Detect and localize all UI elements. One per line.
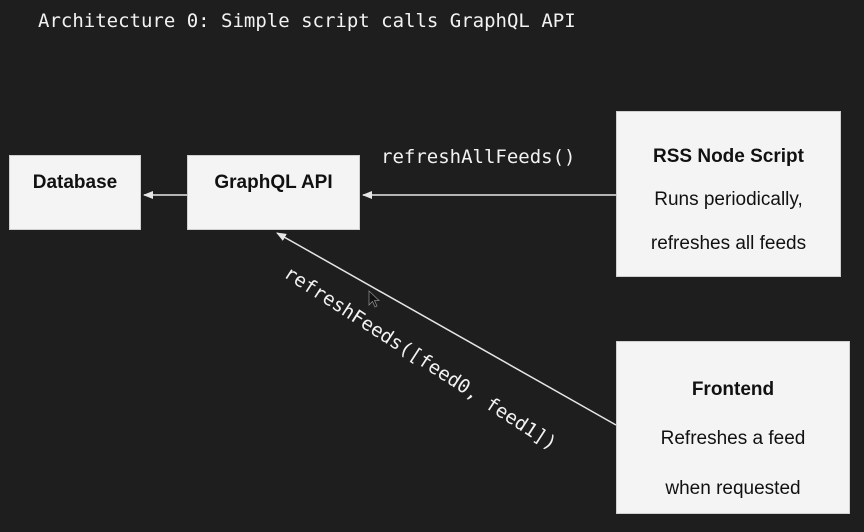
node-rss-node-script: RSS Node Script Runs periodically, refre… bbox=[616, 111, 841, 277]
node-frontend-description-line1: Refreshes a feed bbox=[660, 428, 806, 449]
arrow-frontend-to-graphql bbox=[276, 232, 617, 426]
node-rss-node-script-name: RSS Node Script bbox=[653, 146, 804, 167]
node-rss-description-line2: refreshes all feeds bbox=[650, 233, 807, 254]
node-frontend-name: Frontend bbox=[691, 379, 775, 400]
node-graphql-api-name: GraphQL API bbox=[214, 172, 333, 193]
node-database-name: Database bbox=[32, 172, 118, 193]
node-frontend: Frontend Refreshes a feed when requested bbox=[616, 341, 850, 514]
node-rss-description-line1: Runs periodically, bbox=[654, 189, 803, 210]
edge-label-refresh-all-feeds: refreshAllFeeds() bbox=[381, 146, 576, 168]
node-graphql-api: GraphQL API bbox=[187, 155, 360, 230]
mouse-pointer-icon bbox=[368, 290, 381, 308]
diagram-title: Architecture 0: Simple script calls Grap… bbox=[38, 10, 576, 32]
node-database: Database bbox=[9, 155, 141, 230]
node-frontend-description-line2: when requested bbox=[665, 478, 801, 499]
